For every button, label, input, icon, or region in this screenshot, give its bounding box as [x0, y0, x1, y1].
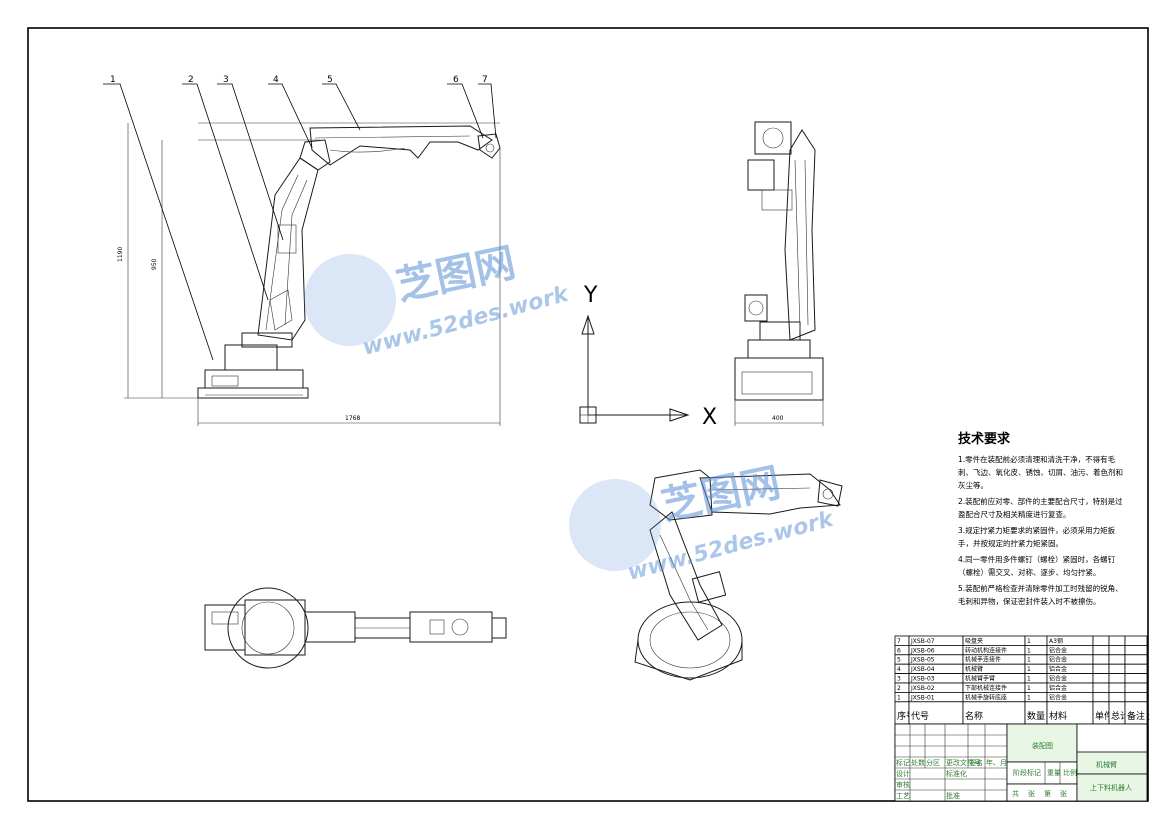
drawing-name: 装配图 — [1032, 741, 1053, 750]
sheet-label-2: 第 — [1044, 789, 1051, 798]
bom-no-2: 2 — [897, 685, 901, 692]
role-label-0: 设计 — [896, 769, 910, 778]
sheet-label-1: 张 — [1028, 789, 1035, 798]
stage-label: 阶段标记 — [1013, 768, 1041, 777]
tech-item-3: 3.规定拧紧力矩要求的紧固件，必须采用力矩扳手，并按规定的拧紧力矩紧固。 — [958, 526, 1116, 548]
bom-qty-4: 1 — [1027, 666, 1031, 673]
tech-item-2: 2.装配前应对零、部件的主要配合尺寸，特别是过盈配合尺寸及相关精度进行复查。 — [958, 497, 1123, 519]
bom-code-4: JXSB-04 — [910, 666, 935, 673]
technical-requirements: 技术要求 1.零件在装配前必须清理和清洗干净，不得有毛刺、飞边、氧化皮、锈蚀、切… — [958, 428, 1128, 611]
bom-material-6: 铝合金 — [1049, 646, 1067, 654]
balloon-7: 7 — [482, 75, 488, 85]
bom-code-2: JXSB-02 — [910, 685, 935, 692]
role-label-1: 审核 — [896, 780, 910, 789]
bom-qty-7: 1 — [1027, 638, 1031, 645]
role-label-3: 批准 — [946, 791, 960, 800]
bom-name-1: 机械手旋转底座 — [965, 693, 1007, 701]
dim-inner-height: 950 — [151, 258, 158, 270]
isometric-view — [634, 469, 843, 681]
balloon-3: 3 — [223, 75, 229, 85]
bom-no-5: 5 — [897, 657, 901, 664]
watermark-2: 芝图网 www.52des.work — [569, 460, 837, 586]
bom-code-3: JXSB-03 — [910, 676, 935, 683]
bom-material-1: 铝合金 — [1049, 693, 1067, 701]
axis-x-label: X — [702, 405, 717, 430]
balloon-5: 5 — [327, 75, 333, 85]
balloon-6: 6 — [453, 75, 459, 85]
bom-header-2: 名称 — [965, 710, 983, 722]
sign-label-0: 标记 — [896, 758, 910, 767]
title-block: 标记处数分区更改文件号签名年、月、日 设计审核工艺批准标准化 装配图 阶段标记 … — [894, 723, 1148, 802]
dim-overall-width: 1768 — [345, 415, 360, 422]
tech-item-5: 5.装配前严格检查并清除零件加工时残留的锐角、毛刺和异物，保证密封件装入时不被擦… — [958, 584, 1123, 606]
dim-side-width: 400 — [772, 415, 784, 422]
sign-label-1: 处数 — [911, 758, 925, 767]
dim-overall-height: 1190 — [117, 247, 124, 262]
weight-label: 重量 — [1047, 769, 1061, 777]
side-view: 400 — [734, 121, 824, 426]
bom-code-5: JXSB-05 — [910, 657, 935, 664]
bom-header-7: 备注 — [1127, 710, 1145, 722]
balloon-2: 2 — [188, 75, 194, 85]
tech-item-4: 4.同一零件用多件螺钉（螺栓）紧固时，各螺钉（螺栓）需交叉、对称、逐步、均匀拧紧… — [958, 555, 1116, 577]
sheet-label-3: 张 — [1060, 789, 1067, 798]
coordinate-axes: Y X — [579, 283, 717, 430]
tech-item-1: 1.零件在装配前必须清理和清洗干净，不得有毛刺、飞边、氧化皮、锈蚀、切屑、油污、… — [958, 455, 1123, 490]
bom-material-7: A3钢 — [1049, 637, 1063, 645]
bom-no-4: 4 — [897, 666, 901, 673]
std-label: 标准化 — [946, 769, 967, 778]
bom-qty-1: 1 — [1027, 694, 1031, 701]
bom-name-2: 下部机械连接件 — [965, 684, 1007, 692]
sign-label-4: 签名 — [969, 758, 983, 767]
bom-material-2: 铝合金 — [1049, 684, 1067, 692]
sign-label-3: 更改文件号 — [946, 758, 981, 767]
tech-title: 技术要求 — [958, 432, 1011, 447]
sheet-border — [27, 27, 1149, 802]
sheet-label-0: 共 — [1012, 789, 1019, 798]
balloon-4: 4 — [273, 75, 279, 85]
bom-material-3: 铝合金 — [1049, 675, 1067, 683]
scale-label: 比例 — [1063, 768, 1077, 777]
drawing-title: 上下料机器人 — [1090, 783, 1132, 792]
watermark-cn-2: 芝图网 — [658, 460, 785, 530]
bom-name-3: 机械臂手臂 — [965, 675, 995, 683]
bom-qty-3: 1 — [1027, 676, 1031, 683]
front-view: 1190 950 1768 1 2 3 4 5 6 7 — [103, 75, 501, 426]
bom-name-6: 转动机构连接件 — [965, 646, 1007, 654]
bom-code-1: JXSB-01 — [910, 694, 935, 701]
balloon-1: 1 — [110, 75, 116, 85]
bom-header-3: 数量 — [1027, 710, 1045, 722]
bom-name-5: 机械手连接件 — [965, 656, 1001, 664]
bom-no-7: 7 — [897, 638, 901, 645]
bom-code-7: JXSB-07 — [910, 638, 935, 645]
bom-material-4: 铝合金 — [1049, 665, 1067, 673]
bom-name-4: 机械臂 — [965, 665, 983, 673]
role-label-2: 工艺 — [896, 792, 910, 800]
bom-qty-6: 1 — [1027, 647, 1031, 654]
bom-qty-2: 1 — [1027, 685, 1031, 692]
bom-header-4: 材料 — [1049, 710, 1067, 722]
bom-name-7: 吸盘夹 — [965, 637, 983, 645]
top-view — [204, 587, 507, 669]
watermark-1: 芝图网 www.52des.work — [304, 240, 572, 361]
sign-label-5: 年、月、日 — [986, 758, 1021, 767]
bom-no-1: 1 — [897, 694, 901, 701]
sign-label-2: 分区 — [926, 758, 940, 767]
axis-y-label: Y — [583, 283, 598, 308]
bom-no-3: 3 — [897, 676, 901, 683]
bom-qty-5: 1 — [1027, 657, 1031, 664]
product-name: 机械臂 — [1096, 760, 1117, 769]
bom-header-1: 代号 — [911, 711, 929, 722]
bom-code-6: JXSB-06 — [910, 647, 935, 654]
bom-no-6: 6 — [897, 647, 901, 654]
bom-material-5: 铝合金 — [1049, 656, 1067, 664]
